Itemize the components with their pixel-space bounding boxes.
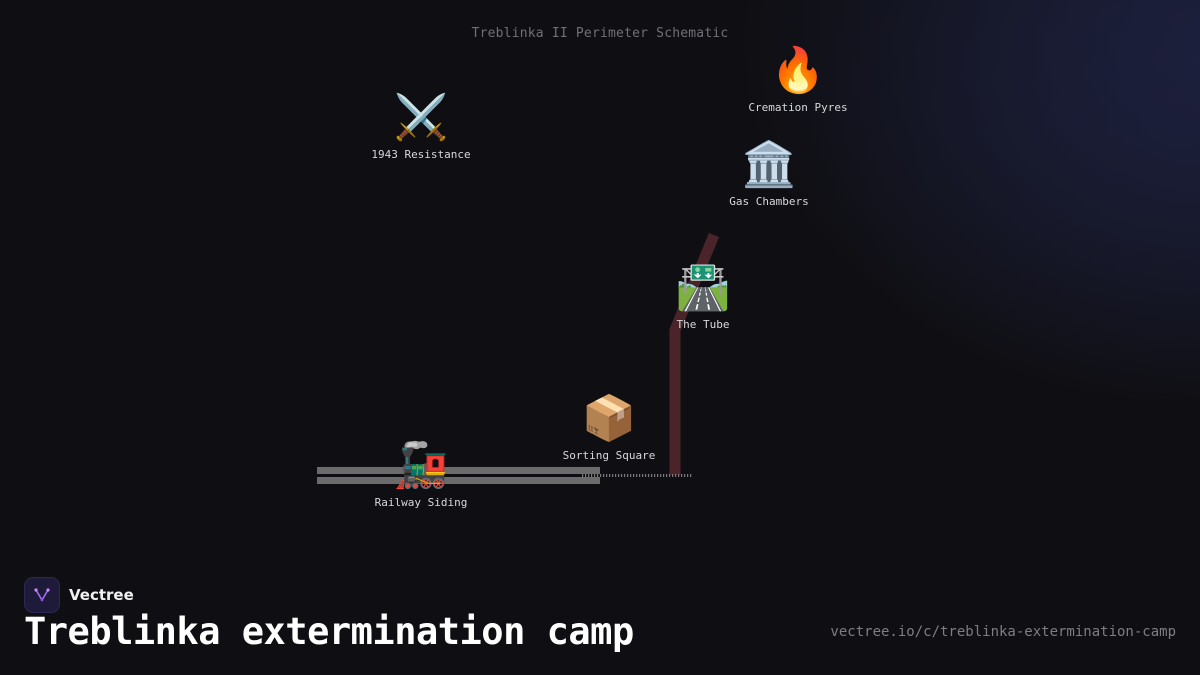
vectree-logo-icon <box>24 577 60 613</box>
brand-name: Vectree <box>69 586 134 604</box>
node-resistance[interactable]: ⚔️ 1943 Resistance <box>331 92 511 162</box>
schematic-title: Treblinka II Perimeter Schematic <box>471 26 729 41</box>
node-label: The Tube <box>676 318 730 331</box>
node-sorting-square[interactable]: 📦 Sorting Square <box>519 393 699 463</box>
node-label: Gas Chambers <box>729 195 809 208</box>
rail-lower <box>317 477 600 484</box>
page-url[interactable]: vectree.io/c/treblinka-extermination-cam… <box>830 624 1176 640</box>
crossed-swords-icon: ⚔️ <box>393 92 449 143</box>
package-icon: 📦 <box>581 393 637 444</box>
rail-upper <box>317 467 600 474</box>
node-the-tube[interactable]: 🛣️ The Tube <box>613 262 793 332</box>
node-cremation-pyres[interactable]: 🔥 Cremation Pyres <box>708 45 888 115</box>
page-title: Treblinka extermination camp <box>24 610 634 653</box>
tube-path <box>669 232 720 475</box>
node-label: Sorting Square <box>562 449 656 462</box>
node-label: Cremation Pyres <box>748 101 848 114</box>
brand[interactable]: Vectree <box>24 577 134 613</box>
classical-building-icon: 🏛️ <box>741 139 797 190</box>
node-gas-chambers[interactable]: 🏛️ Gas Chambers <box>679 139 859 209</box>
motorway-icon: 🛣️ <box>675 262 731 313</box>
node-label: Railway Siding <box>374 496 468 509</box>
locomotive-icon: 🚂 <box>393 440 449 491</box>
node-railway-siding[interactable]: 🚂 Railway Siding <box>331 440 511 510</box>
node-label: 1943 Resistance <box>371 148 471 161</box>
fire-icon: 🔥 <box>770 45 826 96</box>
